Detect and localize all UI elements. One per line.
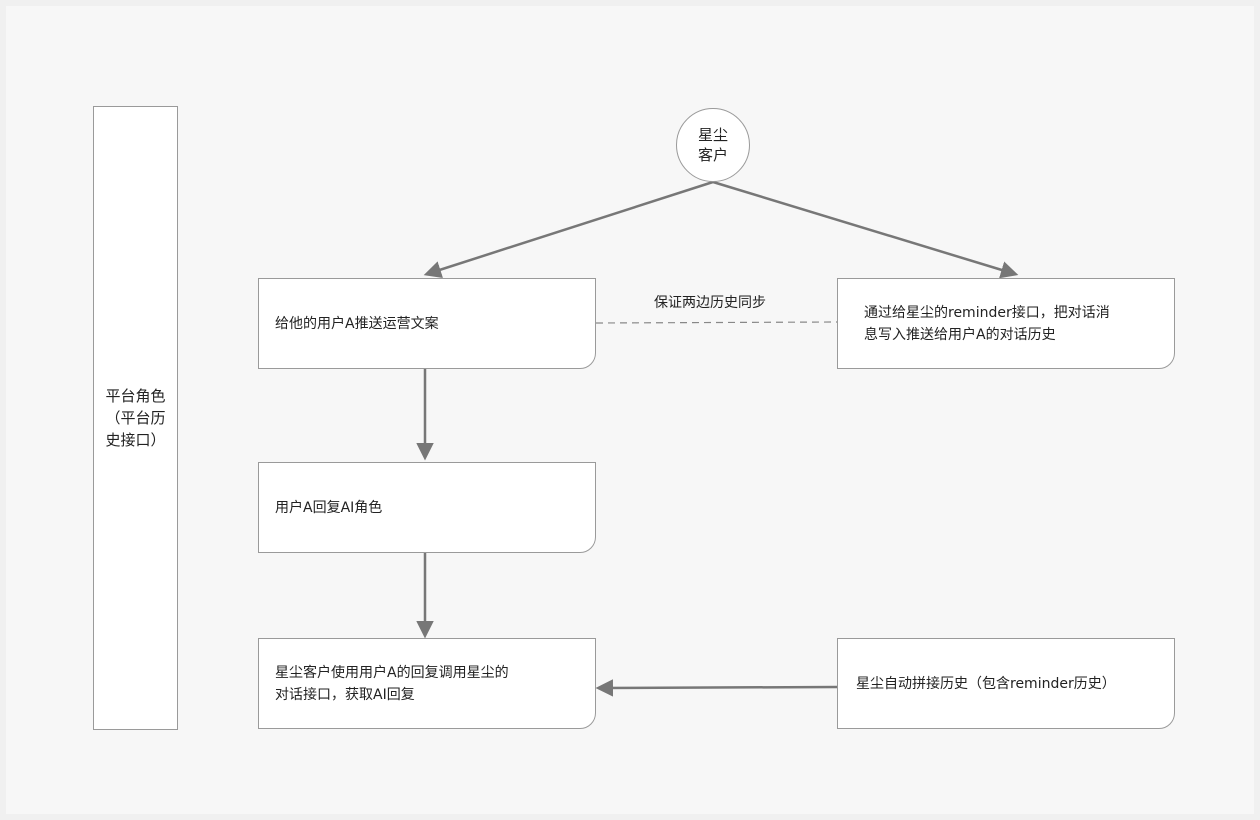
lane-label-line2: （平台历: [105, 409, 166, 427]
node-user-reply-label: 用户A回复AI角色: [275, 499, 383, 516]
lane-label-line3: 史接口）: [105, 431, 166, 449]
node-call-dialog: 星尘客户使用用户A的回复调用星尘的 对话接口，获取AI回复: [258, 638, 596, 729]
edge-start-to-push: [423, 180, 714, 279]
edge-start-to-reminder: [712, 180, 1019, 279]
node-push-copy-label: 给他的用户A推送运营文案: [275, 315, 439, 332]
node-push-copy: 给他的用户A推送运营文案: [258, 278, 596, 369]
start-node-line2: 客户: [697, 146, 728, 164]
node-reminder-write-label: 通过给星尘的reminder接口，把对话消 息写入推送给用户A的对话历史: [864, 304, 1110, 343]
start-node-line1: 星尘: [697, 126, 728, 144]
node-auto-concat: 星尘自动拼接历史（包含reminder历史）: [837, 638, 1175, 729]
edge-concat-to-dialog: [595, 679, 838, 697]
node-reminder-write: 通过给星尘的reminder接口，把对话消 息写入推送给用户A的对话历史: [837, 278, 1175, 369]
edge-sync-dashed: [595, 321, 838, 324]
node-call-dialog-label: 星尘客户使用用户A的回复调用星尘的 对话接口，获取AI回复: [275, 664, 509, 703]
node-auto-concat-label: 星尘自动拼接历史（包含reminder历史）: [856, 675, 1116, 692]
sync-edge-label: 保证两边历史同步: [654, 295, 766, 311]
start-node-client: 星尘 客户: [676, 108, 750, 182]
node-user-reply: 用户A回复AI角色: [258, 462, 596, 553]
platform-role-lane: 平台角色 （平台历 史接口）: [93, 106, 178, 730]
lane-label-line1: 平台角色: [105, 387, 166, 405]
